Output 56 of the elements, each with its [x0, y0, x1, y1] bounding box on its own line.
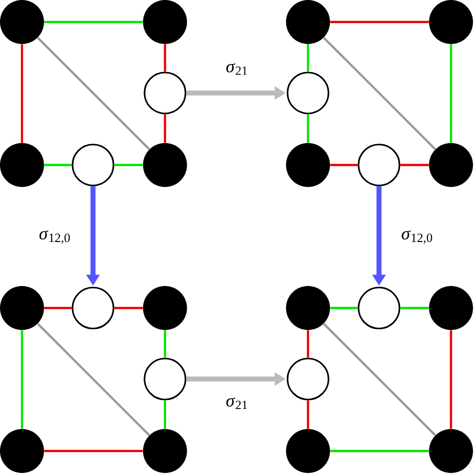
- connector-line: [450, 330, 452, 429]
- connector-line: [330, 164, 358, 166]
- connector-line: [164, 114, 166, 143]
- filled-dot: [0, 0, 44, 44]
- connector-line: [400, 164, 429, 166]
- filled-dot: [0, 286, 44, 330]
- edge-label: σ$_{12,0}$: [402, 230, 432, 244]
- filled-dot: [286, 429, 330, 473]
- connector-line: [330, 450, 429, 452]
- edge-label: σ$_{12,0}$: [39, 230, 70, 244]
- connector-line: [330, 20, 429, 24]
- edge-label: σ$_{21}$: [226, 62, 247, 75]
- connector-line: [306, 400, 310, 429]
- filled-dot: [143, 0, 187, 44]
- open-circle: [144, 72, 186, 114]
- connector-line: [322, 322, 436, 436]
- filled-dot: [429, 0, 473, 44]
- connector-line: [44, 20, 143, 24]
- open-circle: [286, 358, 330, 400]
- connector-line: [164, 400, 166, 429]
- connector-line: [114, 306, 143, 310]
- connector-line: [36, 36, 150, 150]
- connector-line: [306, 114, 310, 143]
- filled-dot: [286, 143, 330, 187]
- filled-dot: [429, 143, 473, 187]
- connector-line: [36, 322, 150, 436]
- open-circle: [286, 72, 330, 114]
- connector-line: [164, 44, 166, 72]
- filled-dot: [429, 286, 473, 330]
- open-circle: [72, 144, 114, 186]
- filled-dot: [429, 429, 473, 473]
- connector-line: [306, 330, 310, 358]
- connector-line: [20, 330, 24, 429]
- filled-dot: [286, 286, 330, 330]
- filled-dot: [143, 429, 187, 473]
- connector-line: [114, 164, 143, 166]
- open-circle: [358, 144, 400, 186]
- edge-label: σ$_{21}$: [226, 397, 247, 410]
- connector-line: [330, 306, 358, 310]
- connector-line: [44, 164, 72, 166]
- connector-line: [44, 306, 72, 310]
- open-circle: [358, 286, 400, 330]
- filled-dot: [286, 0, 330, 44]
- connector-line: [20, 44, 24, 143]
- connector-line: [306, 44, 310, 72]
- filled-dot: [0, 429, 44, 473]
- filled-dot: [143, 143, 187, 187]
- connector-line: [450, 44, 452, 143]
- connector-line: [322, 36, 436, 150]
- filled-dot: [0, 143, 44, 187]
- open-circle: [72, 286, 114, 330]
- connector-line: [44, 450, 143, 452]
- connector-line: [400, 306, 429, 310]
- filled-dot: [143, 286, 187, 330]
- connector-line: [164, 330, 166, 358]
- open-circle: [144, 358, 186, 400]
